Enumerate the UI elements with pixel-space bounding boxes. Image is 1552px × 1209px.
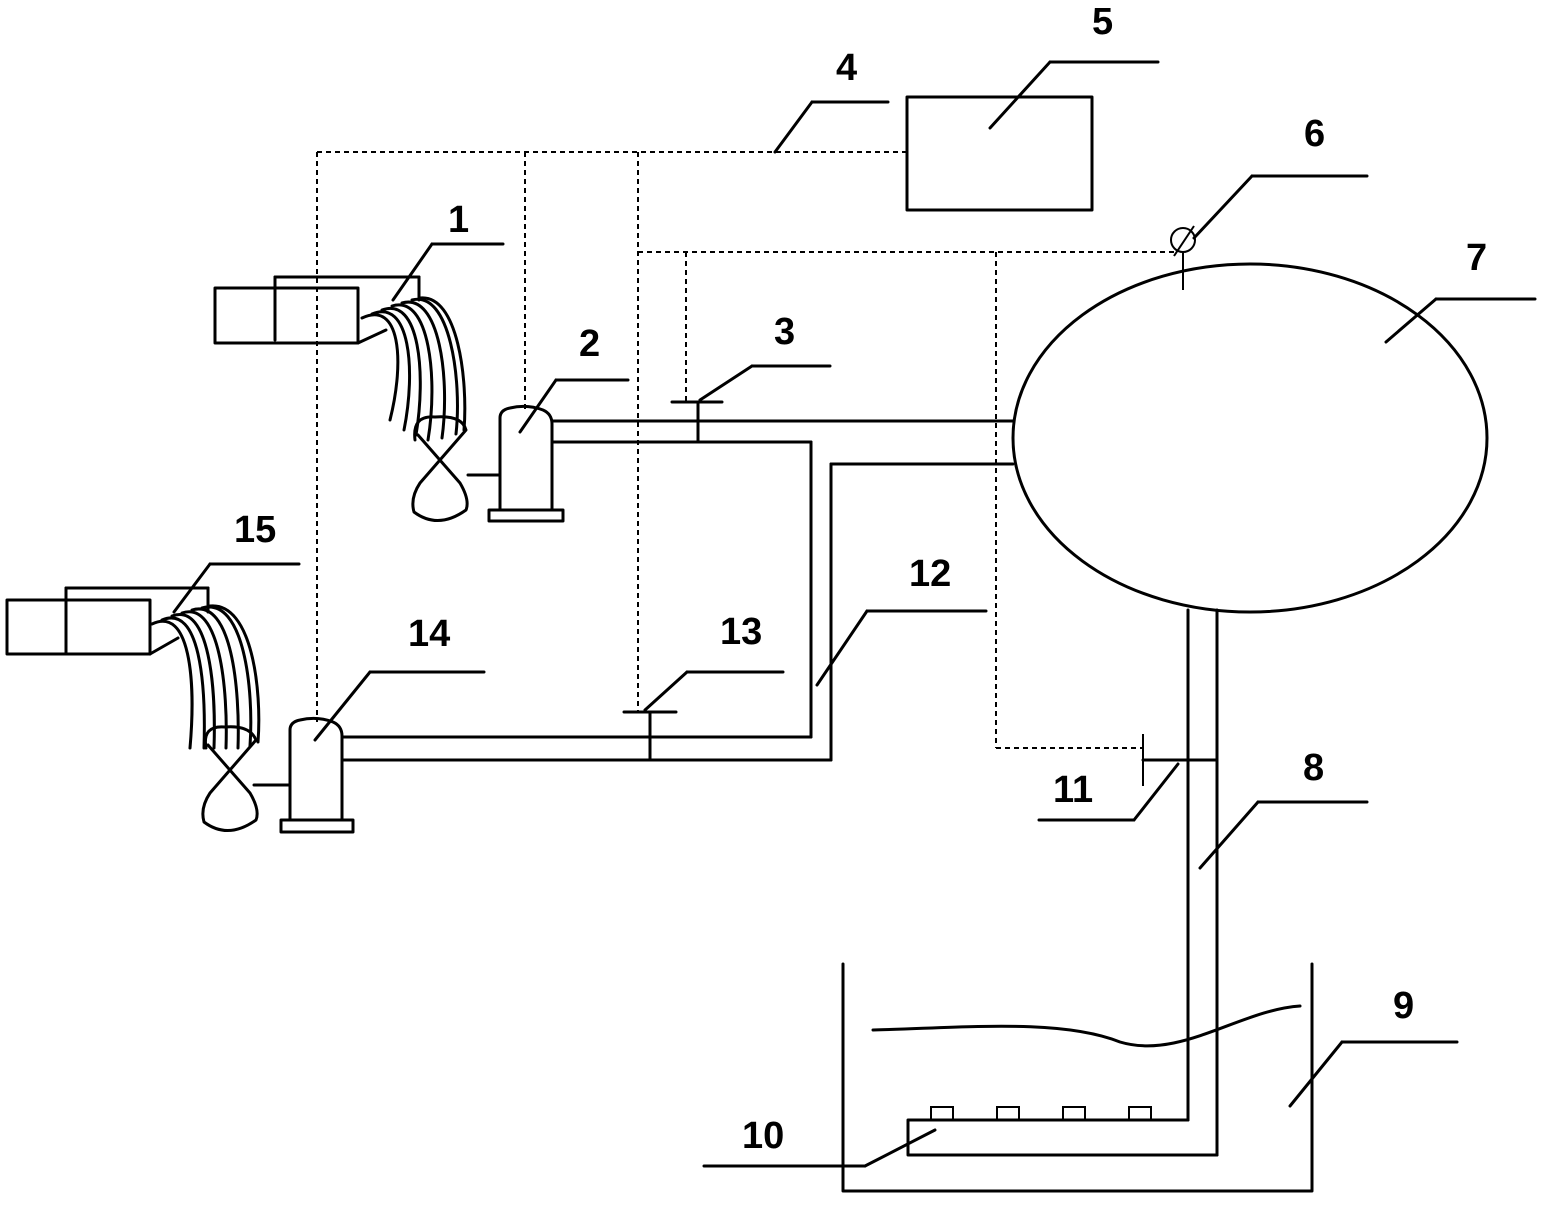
signal-lines [316,151,1175,749]
label-2: 2 [579,323,600,365]
label-6: 6 [1304,113,1325,155]
source-unit-15 [5,586,261,832]
leader-lines [172,60,1537,1168]
label-9: 9 [1393,985,1414,1027]
valve-11 [1141,734,1219,786]
source-unit-1 [213,275,469,522]
label-12: 12 [909,553,951,595]
water-container [841,962,1314,1193]
label-5: 5 [1092,1,1113,43]
label-3: 3 [774,311,795,353]
control-box [905,95,1094,212]
pipe-unit-2 [550,419,1015,739]
label-13: 13 [720,611,762,653]
pipe-unit-14 [340,735,833,762]
aerator-plate [906,1106,1219,1157]
label-15: 15 [234,509,276,551]
pipe-12 [829,462,1015,762]
label-4: 4 [836,47,857,89]
pipe-8 [1186,608,1219,1157]
compressor-unit-14 [252,716,355,834]
valve-13 [622,710,678,762]
label-10: 10 [742,1115,784,1157]
label-8: 8 [1303,747,1324,789]
label-1: 1 [448,199,469,241]
label-11: 11 [1053,769,1093,811]
valve-3 [670,400,724,444]
label-7: 7 [1466,237,1487,279]
storage-tank [1011,262,1489,614]
label-14: 14 [408,613,450,655]
compressor-unit-2 [466,404,565,523]
pressure-gauge [1170,225,1196,290]
